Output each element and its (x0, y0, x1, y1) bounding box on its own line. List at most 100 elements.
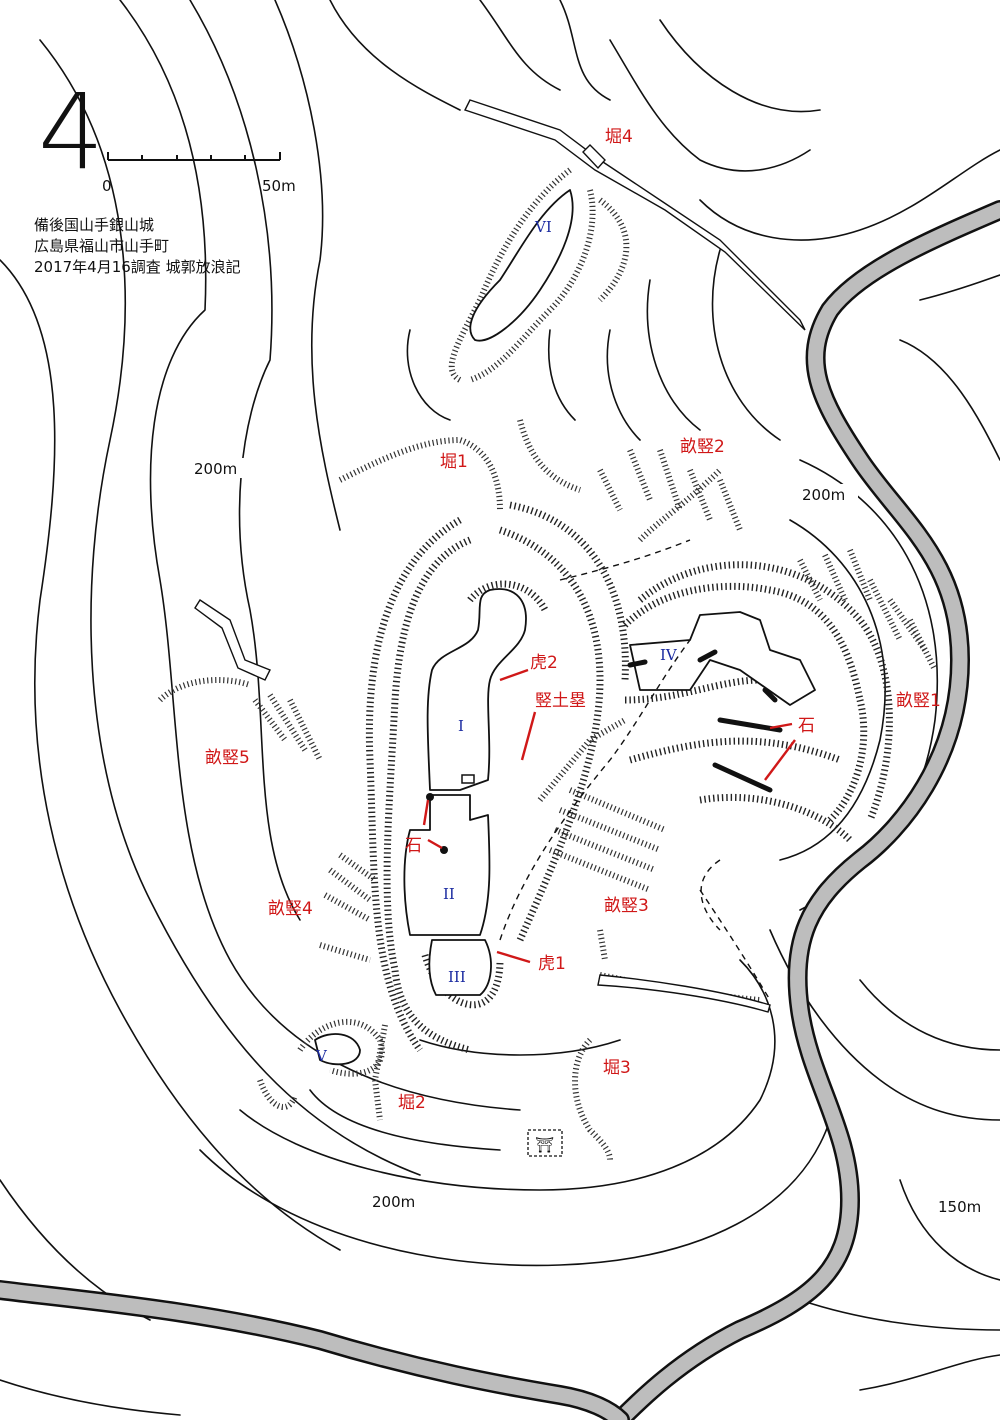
uneta2-furrow-1 (597, 468, 623, 512)
enclosure-IV-terrace-2 (629, 737, 842, 764)
contour-west-5 (274, 0, 341, 531)
stone-wall-1 (717, 717, 783, 733)
leader-ishi-east-1 (769, 722, 793, 730)
escarpment-hatching (157, 167, 893, 1161)
enclosure-V-platform (314, 1033, 361, 1066)
trail-east-1 (499, 639, 691, 941)
contour-ne-3 (646, 279, 701, 431)
north-spur-hatch (517, 419, 581, 493)
trail-north (559, 539, 691, 581)
title-line-3: 2017年4月16調査 城郭放浪記 (34, 258, 241, 276)
contour-south-3 (419, 1039, 621, 1056)
uneta3-furrow-3 (548, 847, 652, 893)
enclosure-V-slope (297, 1019, 385, 1077)
contour-se-2 (859, 979, 1000, 1051)
trail-east-3 (700, 859, 721, 931)
north-east-spur-hatch (637, 467, 723, 543)
contour-south-2 (199, 1119, 831, 1267)
contour-label-south-200: 200m (372, 1193, 415, 1211)
enclosure-label-II: II (443, 885, 455, 903)
leader-ishi-west-1 (427, 838, 443, 850)
enclosures (314, 189, 816, 1066)
hori2-trench (371, 1024, 388, 1121)
contour-label-east-200: 200m (802, 486, 845, 504)
contour-south-4 (309, 1089, 501, 1151)
enclosure-II-platform (403, 794, 491, 936)
uneta1-furrow-3 (847, 548, 873, 602)
enclosure-VI-slope-east (468, 189, 596, 383)
uneta1-furrow-6 (907, 618, 938, 672)
enclosure-I-north-slope (467, 580, 549, 612)
enclosure-I-platform (426, 588, 527, 791)
uneta1-furrow-1 (797, 558, 823, 602)
label-uneta4: 畝竪4 (268, 899, 313, 919)
leader-koguchi2 (499, 668, 529, 682)
uneta4-furrow-4 (338, 852, 377, 883)
enclosure-VI-outer (597, 197, 630, 303)
leader-koguchi1 (496, 950, 531, 964)
label-hori4: 堀4 (605, 127, 633, 147)
uneta2-furrow-4 (687, 468, 713, 522)
contour-se-4 (799, 1299, 1000, 1331)
enclosure-label-I: I (458, 717, 464, 735)
contour-se-3 (899, 1179, 1000, 1281)
well-mark (461, 774, 475, 784)
label-uneta3: 畝竪3 (604, 896, 649, 916)
river-east (610, 200, 1000, 1420)
contour-n-mid (547, 329, 576, 421)
contour-e-1 (606, 329, 641, 441)
label-ishi-east: 石 (798, 716, 815, 736)
stone-wall-2 (712, 762, 773, 793)
contour-south-1 (239, 959, 776, 1191)
contour-labels: 200m 200m 200m 150m (190, 458, 995, 1217)
enclosure-label-VI: VI (534, 218, 552, 236)
hori3-long (597, 974, 771, 1013)
contour-west-2 (39, 39, 421, 1176)
ditches (194, 99, 806, 1013)
label-koguchi1: 虎1 (538, 954, 566, 974)
scale-end-label: 50m (262, 177, 296, 195)
enclosure-label-IV: IV (660, 646, 678, 664)
uneta4-furrow-1 (328, 867, 372, 903)
enclosure-VI-platform (469, 189, 574, 342)
contour-north-3 (559, 0, 611, 101)
uneta2-furrow-2 (627, 448, 653, 502)
enclosure-IV-platform (629, 611, 816, 706)
contour-ne-2 (711, 249, 781, 441)
tatedorui-ridge (537, 717, 627, 802)
contour-label-west-200: 200m (194, 460, 237, 478)
enclosure-IV-outer (637, 561, 893, 822)
contour-north-2 (479, 0, 561, 91)
uneta3-furrow-4 (568, 787, 667, 833)
uneta5-furrow-1 (252, 698, 288, 742)
label-uneta2: 畝竪2 (680, 437, 725, 457)
hori1-hatch (338, 436, 503, 511)
label-tatedorui: 竪土塁 (535, 691, 586, 711)
label-hori1: 堀1 (440, 452, 468, 472)
enclosure-label-III: III (448, 968, 466, 986)
contour-label-east-150: 150m (938, 1198, 981, 1216)
trail-east-2 (699, 889, 771, 1001)
stone-wall-4 (697, 649, 718, 663)
enclosure-III-platform (428, 939, 492, 996)
title-line-1: 備後国山手銀山城 (34, 216, 154, 234)
label-ishi-west: 石 (405, 836, 422, 856)
enclosure-III-slope (421, 954, 504, 1009)
river-south (0, 1280, 630, 1420)
enclosure-IV-terrace-1 (624, 676, 761, 704)
uneta4-furrow-2 (323, 892, 372, 923)
scale-start-label: 0 (102, 177, 112, 195)
label-uneta5: 畝竪5 (205, 748, 250, 768)
contour-north-1 (329, 0, 461, 111)
north-arrow-glyph: 4 (38, 71, 104, 193)
leader-ishi-west-2 (422, 799, 430, 826)
main-ridge-west-slope (383, 536, 472, 1054)
uneta1-furrow-4 (867, 578, 903, 642)
contour-ne-1 (699, 149, 1000, 241)
label-hori3: 堀3 (603, 1058, 631, 1078)
uneta2-furrow-3 (657, 449, 683, 511)
contour-north-4 (609, 39, 811, 172)
west-knoll (157, 677, 251, 703)
